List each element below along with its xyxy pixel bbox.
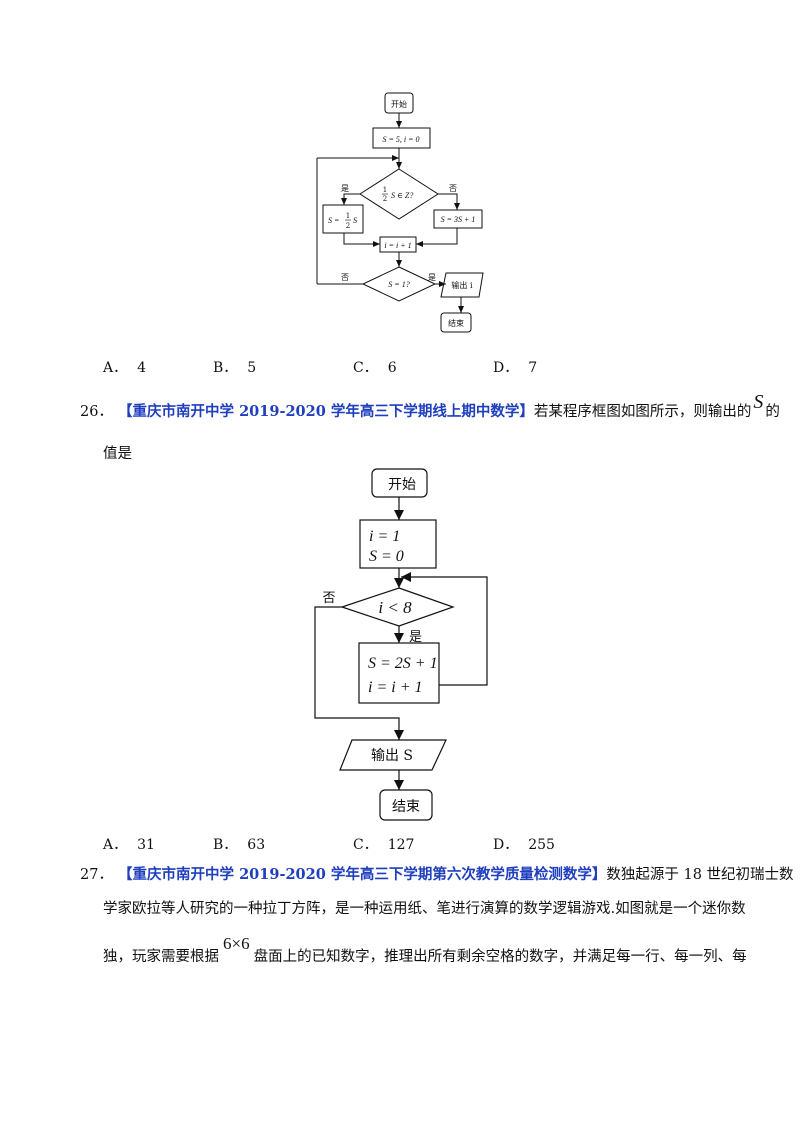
svg-text:S = 2S + 1: S = 2S + 1 bbox=[368, 655, 438, 672]
q27-number: 27． bbox=[80, 867, 113, 883]
fc2-output-box bbox=[339, 739, 447, 771]
svg-text:i = i + 1: i = i + 1 bbox=[384, 241, 411, 250]
svg-text:i = i + 1: i = i + 1 bbox=[368, 679, 422, 696]
svg-text:S =: S = bbox=[328, 216, 339, 225]
svg-text:结束: 结束 bbox=[448, 318, 464, 328]
svg-text:S = 5, i = 0: S = 5, i = 0 bbox=[382, 135, 419, 144]
svg-text:1: 1 bbox=[383, 186, 387, 194]
fc1-no-box bbox=[433, 209, 483, 229]
svg-text:2: 2 bbox=[346, 222, 350, 230]
svg-text:2: 2 bbox=[383, 195, 387, 203]
q25-option-c: C．6 bbox=[353, 360, 397, 376]
svg-text:否: 否 bbox=[449, 184, 457, 193]
q26-source: 【重庆市南开中学 2019-2020 学年高三下学期线上期中数学】 bbox=[118, 403, 534, 420]
q26-number: 26． bbox=[80, 404, 113, 420]
q27-stem-line3: 独，玩家需要根据6×6盘面上的已知数字，推理出所有剩余空格的数字，并满足每一行、… bbox=[103, 934, 747, 965]
svg-text:是: 是 bbox=[341, 184, 349, 193]
svg-text:结束: 结束 bbox=[392, 799, 420, 815]
svg-text:输出 i: 输出 i bbox=[451, 280, 473, 290]
q26-stem-line1: 26． 【重庆市南开中学 2019-2020 学年高三下学期线上期中数学】若某程… bbox=[80, 391, 780, 420]
fc1-decision-box bbox=[359, 168, 439, 220]
q26-option-b: B．63 bbox=[213, 837, 266, 853]
svg-text:S = 0: S = 0 bbox=[369, 548, 404, 565]
svg-text:否: 否 bbox=[341, 273, 349, 282]
q27-stem-line1: 27． 【重庆市南开中学 2019-2020 学年高三下学期第六次教学质量检测数… bbox=[80, 866, 794, 883]
fc2-end-box bbox=[379, 789, 433, 821]
q25-option-a: A．4 bbox=[103, 360, 147, 376]
svg-text:i < 8: i < 8 bbox=[378, 598, 412, 617]
svg-text:S = 3S + 1: S = 3S + 1 bbox=[441, 215, 476, 224]
flowchart-2: 开始 i = 1 S = 0 i < 8 否 是 S = 2S + 1 i = … bbox=[314, 468, 488, 821]
q25-option-d: D．7 bbox=[493, 360, 538, 376]
q26-stem-line2: 值是 bbox=[103, 446, 132, 462]
q25-option-b: B．5 bbox=[213, 360, 257, 376]
svg-text:S = 1?: S = 1? bbox=[388, 280, 409, 289]
svg-text:S ∈ Z?: S ∈ Z? bbox=[391, 191, 413, 200]
fc1-init-box bbox=[372, 127, 431, 149]
svg-text:开始: 开始 bbox=[391, 99, 407, 109]
q27-source: 【重庆市南开中学 2019-2020 学年高三下学期第六次教学质量检测数学】 bbox=[118, 866, 607, 883]
svg-text:1: 1 bbox=[346, 212, 350, 220]
fc1-decision2-box bbox=[361, 266, 437, 302]
svg-text:是: 是 bbox=[409, 630, 422, 645]
fc1-yes-box bbox=[322, 204, 364, 234]
svg-text:S: S bbox=[353, 216, 357, 225]
svg-text:输出 S: 输出 S bbox=[371, 748, 413, 764]
flowchart-1: 开始 S = 5, i = 0 1 2 S ∈ Z? 是 否 S = 1 2 S… bbox=[316, 92, 484, 333]
q26-option-a: A．31 bbox=[103, 837, 155, 853]
q26-option-d: D．255 bbox=[493, 837, 555, 853]
q27-stem-line2: 学家欧拉等人研究的一种拉丁方阵，是一种运用纸、笔进行演算的数学逻辑游戏.如图就是… bbox=[103, 901, 746, 917]
svg-text:否: 否 bbox=[322, 591, 335, 606]
fc2-body-box bbox=[358, 642, 440, 704]
q26-option-c: C．127 bbox=[353, 837, 415, 853]
svg-text:是: 是 bbox=[428, 273, 436, 282]
fc1-output-box bbox=[440, 272, 484, 298]
svg-text:开始: 开始 bbox=[388, 477, 416, 493]
fc1-end-box bbox=[440, 312, 472, 333]
svg-text:i = 1: i = 1 bbox=[369, 528, 400, 545]
fc2-init-box bbox=[359, 519, 437, 569]
fc1-increment-box bbox=[379, 236, 417, 253]
